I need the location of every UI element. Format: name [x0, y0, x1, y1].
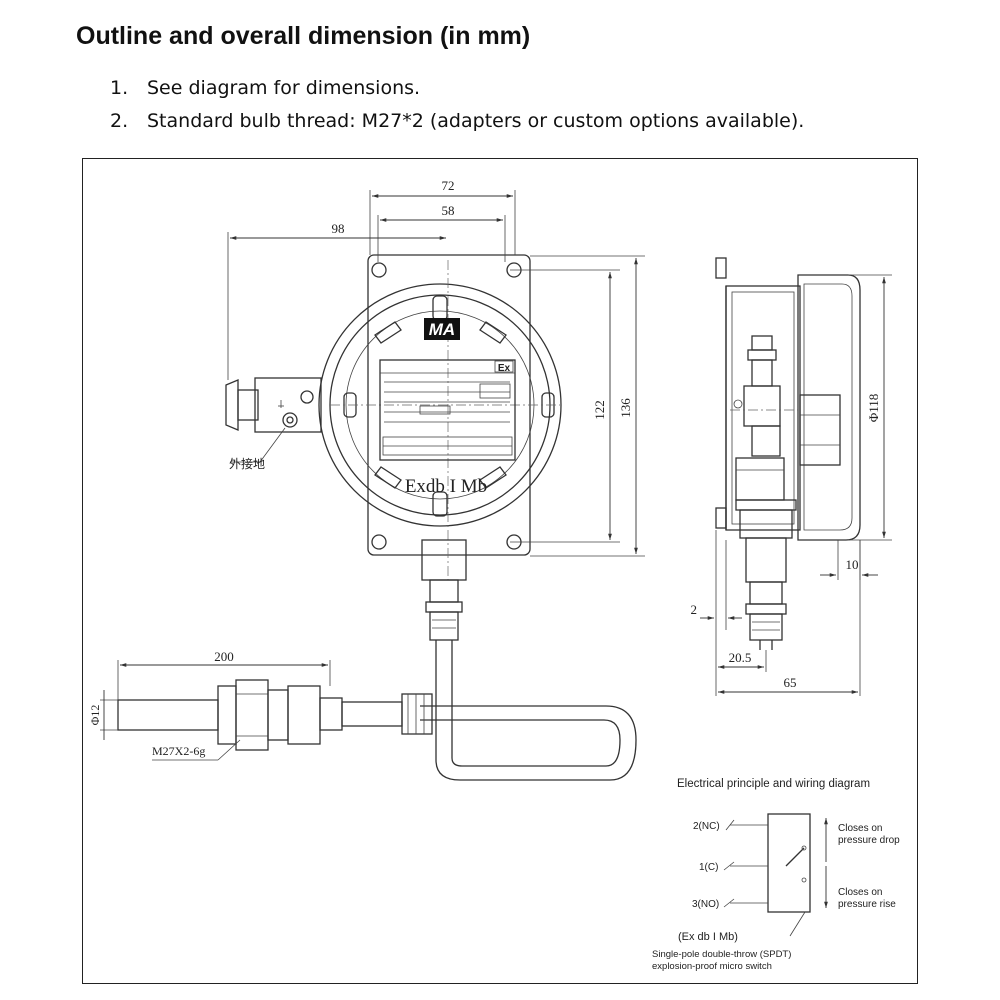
dim-65: 65: [784, 675, 797, 690]
front-view-dimensions: 72 58 98 122 136 200 Φ12 M27X2-6g: [88, 178, 645, 761]
dim-122: 122: [592, 400, 607, 420]
closes-rise-1: Closes on: [838, 887, 882, 898]
terminal-1-c: 1(C): [699, 862, 718, 873]
wiring-ex-label: (Ex db I Mb): [678, 931, 738, 943]
note-text: Standard bulb thread: M27*2 (adapters or…: [147, 110, 805, 132]
ma-logo: MA: [429, 320, 455, 339]
switch-desc-2: explosion-proof micro switch: [652, 961, 772, 972]
terminal-3-no: 3(NO): [692, 899, 719, 910]
note-number: 1.: [110, 77, 129, 99]
drawing-frame: [82, 158, 918, 984]
closes-drop-2: pressure drop: [838, 835, 900, 846]
front-view: MA Ex Exdb I Mb 外接地: [117, 254, 637, 781]
dim-136: 136: [618, 398, 633, 418]
ground-label: 外接地: [229, 456, 265, 471]
switch-desc-1: Single-pole double-throw (SPDT): [652, 949, 791, 960]
closes-rise-2: pressure rise: [838, 899, 896, 910]
nameplate-ex-mark: Ex: [498, 363, 511, 374]
closes-drop-1: Closes on: [838, 823, 882, 834]
dim-98: 98: [332, 221, 345, 236]
note-text: See diagram for dimensions.: [147, 77, 421, 99]
notes-list: 1. See diagram for dimensions. 2. Standard…: [110, 72, 804, 138]
page-title: Outline and overall dimension (in mm): [76, 22, 531, 50]
note-number: 2.: [110, 110, 129, 132]
dim-phi118: Φ118: [866, 394, 881, 423]
dim-thread: M27X2-6g: [152, 744, 205, 758]
dim-200: 200: [214, 649, 234, 664]
side-view: [715, 257, 861, 650]
dim-72: 72: [442, 178, 455, 193]
dim-10: 10: [846, 557, 859, 572]
dim-20-5: 20.5: [729, 650, 752, 665]
note-item: 2. Standard bulb thread: M27*2 (adapters …: [110, 105, 804, 138]
dim-phi12: Φ12: [88, 705, 102, 726]
terminal-2-nc: 2(NC): [693, 821, 720, 832]
wiring-title: Electrical principle and wiring diagram: [677, 778, 870, 790]
side-view-dimensions: Φ118 10 2 20.5 65: [691, 274, 892, 696]
wiring-diagram: Electrical principle and wiring diagram …: [652, 778, 900, 972]
dim-58: 58: [442, 203, 455, 218]
note-item: 1. See diagram for dimensions.: [110, 72, 804, 105]
ex-marking: Exdb I Mb: [405, 476, 487, 497]
dim-2: 2: [691, 602, 698, 617]
